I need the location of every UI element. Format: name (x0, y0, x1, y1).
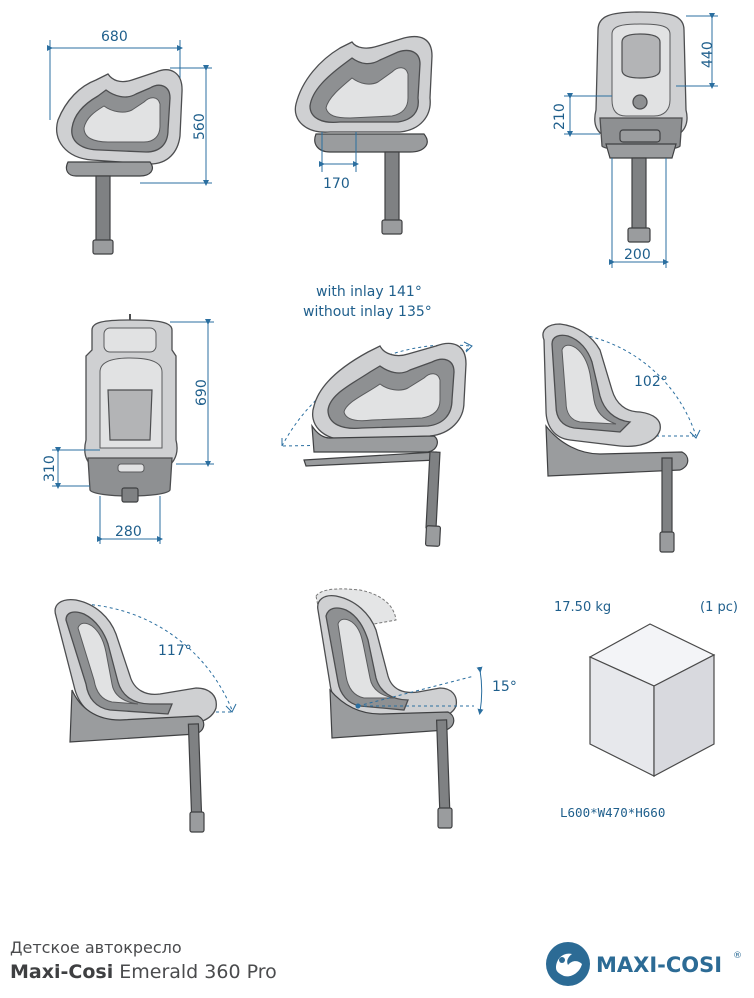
package-info: 17.50 kg (1 pc) L600*W470*H660 (554, 600, 738, 820)
dim-280: 280 (115, 524, 142, 540)
recline-view-102: 102° (542, 323, 701, 553)
product-brand: Maxi-Cosi (10, 961, 114, 983)
dim-310: 310 (42, 455, 58, 482)
product-category: Детское автокресло (10, 938, 182, 957)
dim-200: 200 (624, 247, 651, 263)
dim-170: 170 (323, 176, 350, 192)
logo-registered: ® (733, 951, 742, 961)
dim-560: 560 (192, 113, 208, 140)
logo-wordmark: MAXI-COSI (596, 953, 722, 977)
product-model: Emerald 360 Pro (119, 961, 277, 983)
dim-210: 210 (552, 103, 568, 130)
angle-117: 117° (158, 643, 192, 659)
label-with-inlay: with inlay 141° (316, 284, 422, 300)
label-without-inlay: without inlay 135° (303, 304, 432, 320)
package-weight: 17.50 kg (554, 600, 611, 615)
dim-680: 680 (101, 29, 128, 45)
recline-view-117: 117° (54, 598, 237, 833)
side-view-forward-tilted: 170 (294, 35, 433, 235)
recline-view-15: 15° (315, 588, 517, 829)
package-quantity: (1 pc) (700, 600, 738, 615)
package-size: L600*W470*H660 (560, 805, 665, 820)
front-view-harness: 440 210 200 (552, 11, 718, 268)
recline-view-inlay: with inlay 141° without inlay 135° (281, 284, 473, 547)
angle-15: 15° (492, 679, 517, 695)
dim-690: 690 (194, 379, 210, 406)
product-name: Maxi-Cosi Emerald 360 Pro (10, 961, 277, 983)
logo-emblem-icon (546, 942, 590, 986)
box-right-face (653, 654, 715, 777)
dim-440: 440 (700, 41, 716, 68)
front-view-booster: 690 310 280 (42, 314, 214, 544)
angle-102: 102° (634, 374, 668, 390)
maxi-cosi-logo: MAXI-COSI ® (546, 942, 742, 986)
side-view-rear-facing: 680 560 (47, 29, 212, 255)
